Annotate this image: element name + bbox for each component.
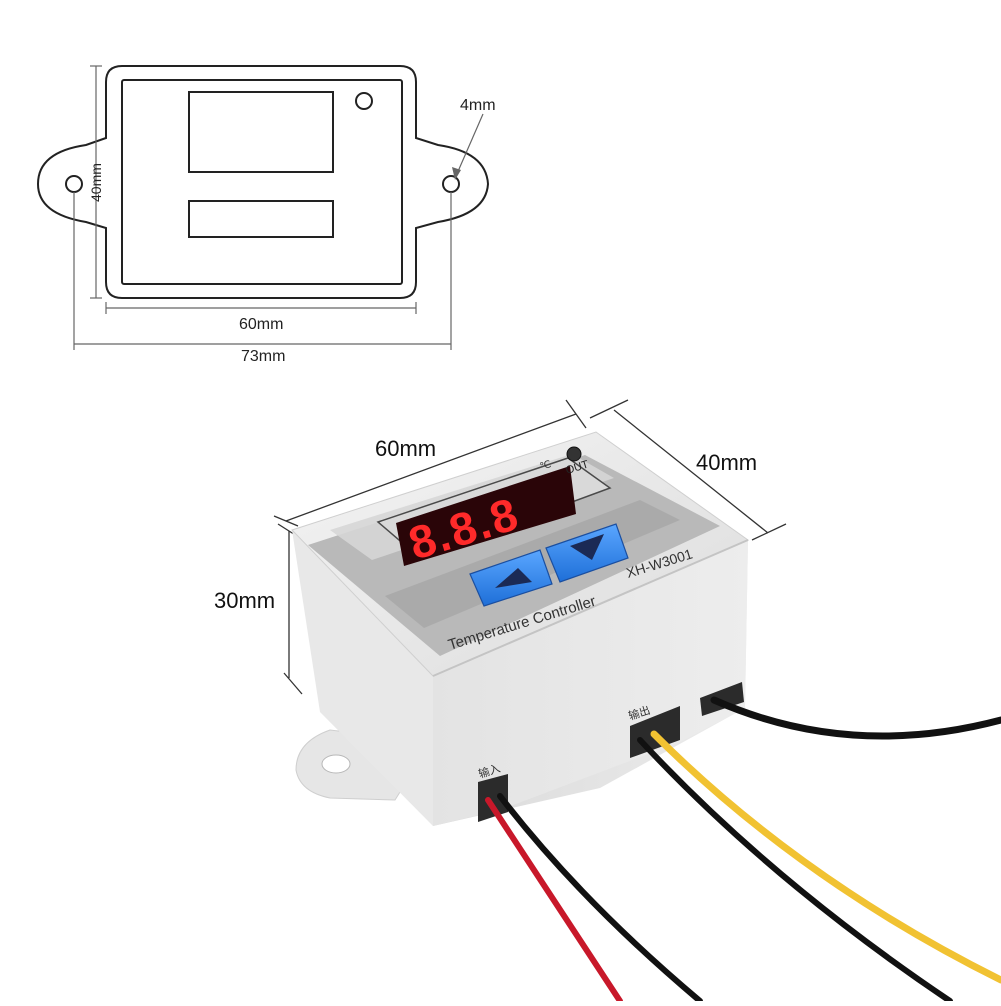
celsius-mark: ℃ [539, 459, 553, 473]
length-dimension-label: 60mm [375, 436, 436, 461]
black-wire-output [637, 737, 953, 1004]
red-wire [485, 797, 623, 1004]
up-button[interactable] [469, 549, 553, 607]
power-port [700, 682, 744, 716]
drawing-inner-frame [121, 79, 403, 285]
drawing-right-mount-hole [442, 175, 460, 193]
drawing-outline [36, 65, 490, 299]
down-arrow-icon [570, 534, 604, 560]
housing-left-face [292, 530, 433, 826]
down-button[interactable] [545, 523, 629, 583]
drawing-dimension-lines [73, 65, 484, 350]
led-display [396, 466, 576, 566]
outer-width-dimension-label: 73mm [241, 348, 285, 365]
input-port [478, 774, 508, 822]
housing-front-face [433, 540, 748, 826]
black-wire-power [710, 696, 1001, 740]
out-led [566, 446, 582, 462]
height-dimension-label: 40mm [88, 163, 104, 202]
up-arrow-icon [495, 568, 532, 588]
leader-arrowhead [452, 167, 461, 180]
drawing-led-hole [355, 92, 373, 110]
photo-dimension-lines [273, 399, 787, 695]
height-dimension-label-photo: 30mm [214, 588, 275, 613]
drawing-left-mount-hole [65, 175, 83, 193]
black-wire-input [497, 793, 703, 1004]
inner-width-dimension-label: 60mm [239, 316, 283, 333]
technical-drawing [36, 65, 490, 299]
controller-unit: 8.8.8 ℃ OUT Temperature Controller XH-W3… [291, 431, 750, 826]
depth-dimension-label: 40mm [696, 450, 757, 475]
mounting-tab-hole [321, 754, 351, 774]
wires [485, 696, 1001, 1004]
yellow-wire-output [650, 730, 1001, 984]
drawing-button-window [188, 200, 334, 238]
hole-dimension-label: 4mm [460, 97, 496, 114]
drawing-display-window [188, 91, 334, 173]
